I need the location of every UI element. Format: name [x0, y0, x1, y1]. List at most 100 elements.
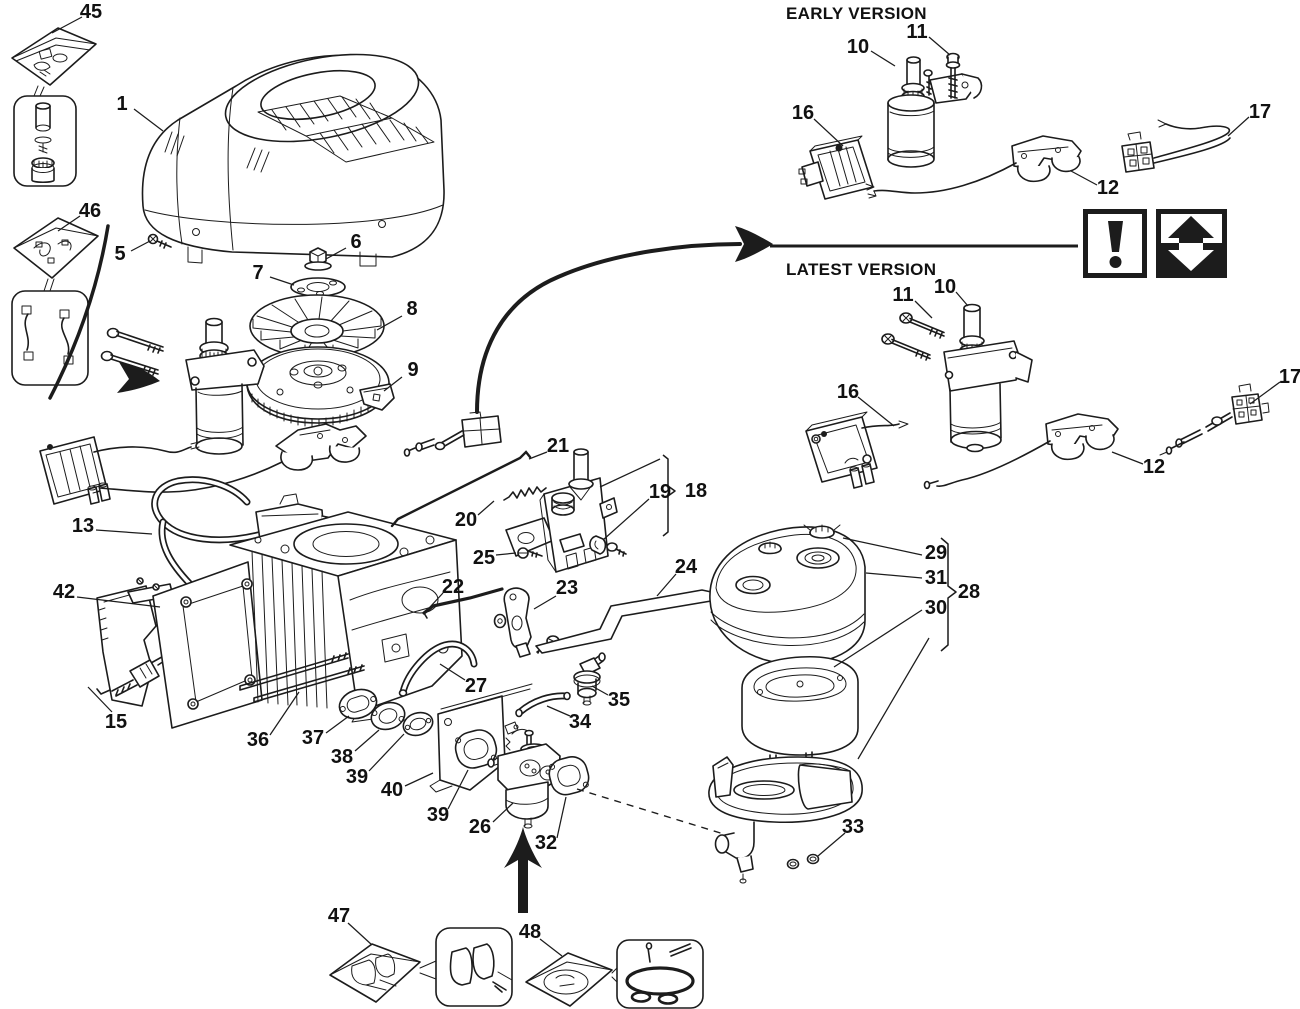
callout-leader-6: [325, 247, 347, 260]
callout-34: 34: [569, 711, 592, 733]
callout-35: 35: [608, 689, 630, 711]
wire-connector-main-drawing: [403, 411, 502, 457]
harness-17-early-drawing: [1121, 119, 1231, 173]
callout-leader-42: [76, 596, 161, 608]
clip-19-drawing: [589, 535, 627, 557]
callout-leader-17-early: [1227, 116, 1250, 137]
callout-31: 31: [925, 567, 947, 589]
assembly-dashed-line: [576, 788, 754, 844]
callout-leader-5: [130, 240, 151, 252]
callout-47: 47: [328, 905, 350, 927]
callout-30: 30: [925, 597, 947, 619]
starter-motor-10-latest-drawing: [943, 303, 1033, 453]
connector-17-latest-drawing: [1159, 383, 1270, 456]
callout-leader-47: [347, 922, 373, 946]
cover-vent-mesh: [257, 95, 435, 163]
bolt-11-early-drawing: [945, 52, 961, 99]
lever-23-drawing: [493, 587, 560, 658]
spring-20-drawing: [503, 486, 547, 501]
callout-46: 46: [79, 200, 101, 222]
callout-40: 40: [381, 779, 403, 801]
callout-leader-19: [602, 498, 650, 541]
callout-leader-38: [354, 729, 380, 752]
callout-42: 42: [53, 581, 75, 603]
callout-32: 32: [535, 832, 557, 854]
choke-rod-22-drawing: [422, 587, 504, 619]
throttle-rod-21-drawing: [390, 450, 532, 528]
callout-leader-20: [477, 500, 495, 516]
callout-leader-16-early: [813, 118, 844, 147]
callout-leader-26: [492, 802, 514, 823]
callout-leader-48: [539, 938, 563, 957]
gasket-37-drawing: [338, 688, 378, 720]
ignition-coil-12-latest-drawing: [923, 413, 1119, 490]
callout-17-early: 17: [1249, 101, 1271, 123]
nuts-33-drawing: [786, 853, 820, 870]
screw-5-drawing: [147, 233, 172, 249]
callout-leader-7: [269, 276, 295, 286]
callout-leader-15: [87, 686, 113, 713]
cylinder-fins: [251, 550, 328, 709]
callout-leader-27: [439, 663, 466, 681]
callout-28: 28: [958, 581, 980, 603]
callout-leader-40: [404, 772, 434, 787]
warning-exclamation-icon: [1083, 209, 1147, 278]
callout-12-latest: 12: [1143, 456, 1165, 478]
callout-5: 5: [114, 243, 125, 265]
callout-6: 6: [350, 231, 361, 253]
callout-18: 18: [685, 480, 707, 502]
callout-48: 48: [519, 921, 541, 943]
up-down-arrows-icon: [1156, 209, 1227, 278]
screw-25-drawing: [517, 547, 543, 559]
callout-leader-37: [325, 715, 350, 734]
callout-leader-11-early: [928, 36, 951, 56]
callout-leader-32: [556, 796, 567, 839]
service-kit-46-drawing: [11, 217, 99, 386]
callout-8: 8: [406, 298, 417, 320]
bracket-28: [940, 537, 957, 652]
callout-26: 26: [469, 816, 491, 838]
callout-39-b: 39: [427, 804, 449, 826]
latest-version-arrow: [475, 226, 773, 414]
callout-22: 22: [442, 576, 464, 598]
nut-6-drawing: [304, 247, 332, 271]
bracket-28-leader: [857, 637, 930, 760]
callout-27: 27: [465, 675, 487, 697]
callout-10-early: 10: [847, 36, 869, 58]
governor-rod-24-drawing: [535, 589, 717, 654]
callout-leader-23: [533, 595, 557, 610]
breather-tube-27-drawing: [398, 640, 478, 697]
air-filter-cover-31-drawing: [709, 526, 866, 665]
callout-11-early: 11: [906, 21, 927, 43]
flywheel-9-drawing: [246, 346, 395, 428]
callout-36: 36: [247, 729, 269, 751]
ignition-coil-12-early-drawing: [865, 135, 1082, 199]
callout-leader-11-latest: [914, 300, 933, 319]
callout-leader-25: [495, 552, 517, 556]
callout-7: 7: [252, 262, 263, 284]
callout-leader-45: [51, 16, 83, 34]
fuel-valve-35-drawing: [573, 652, 606, 706]
callout-leader-17-latest: [1249, 381, 1281, 405]
callout-17-latest: 17: [1279, 366, 1300, 388]
callout-leader-12-early: [1070, 170, 1098, 186]
spacer-38-drawing: [370, 701, 406, 731]
callout-leader-10-latest: [955, 291, 969, 307]
callout-19: 19: [649, 481, 671, 503]
starter-motor-10-early-drawing: [887, 56, 983, 168]
callout-37: 37: [302, 727, 324, 749]
callout-9: 9: [407, 359, 418, 381]
air-filter-base-drawing: [708, 751, 863, 884]
callout-1: 1: [116, 93, 127, 115]
callout-leader-36: [269, 691, 300, 736]
callout-leader-39-b: [447, 769, 469, 810]
callout-24: 24: [675, 556, 698, 578]
callout-29: 29: [925, 542, 947, 564]
fuel-hose-34-drawing: [515, 691, 571, 718]
gasket-32-drawing: [548, 756, 590, 796]
callout-11-latest: 11: [892, 284, 913, 306]
callout-20: 20: [455, 509, 477, 531]
ring-gear-teeth: [251, 393, 381, 428]
early-version-group: [798, 52, 1231, 200]
